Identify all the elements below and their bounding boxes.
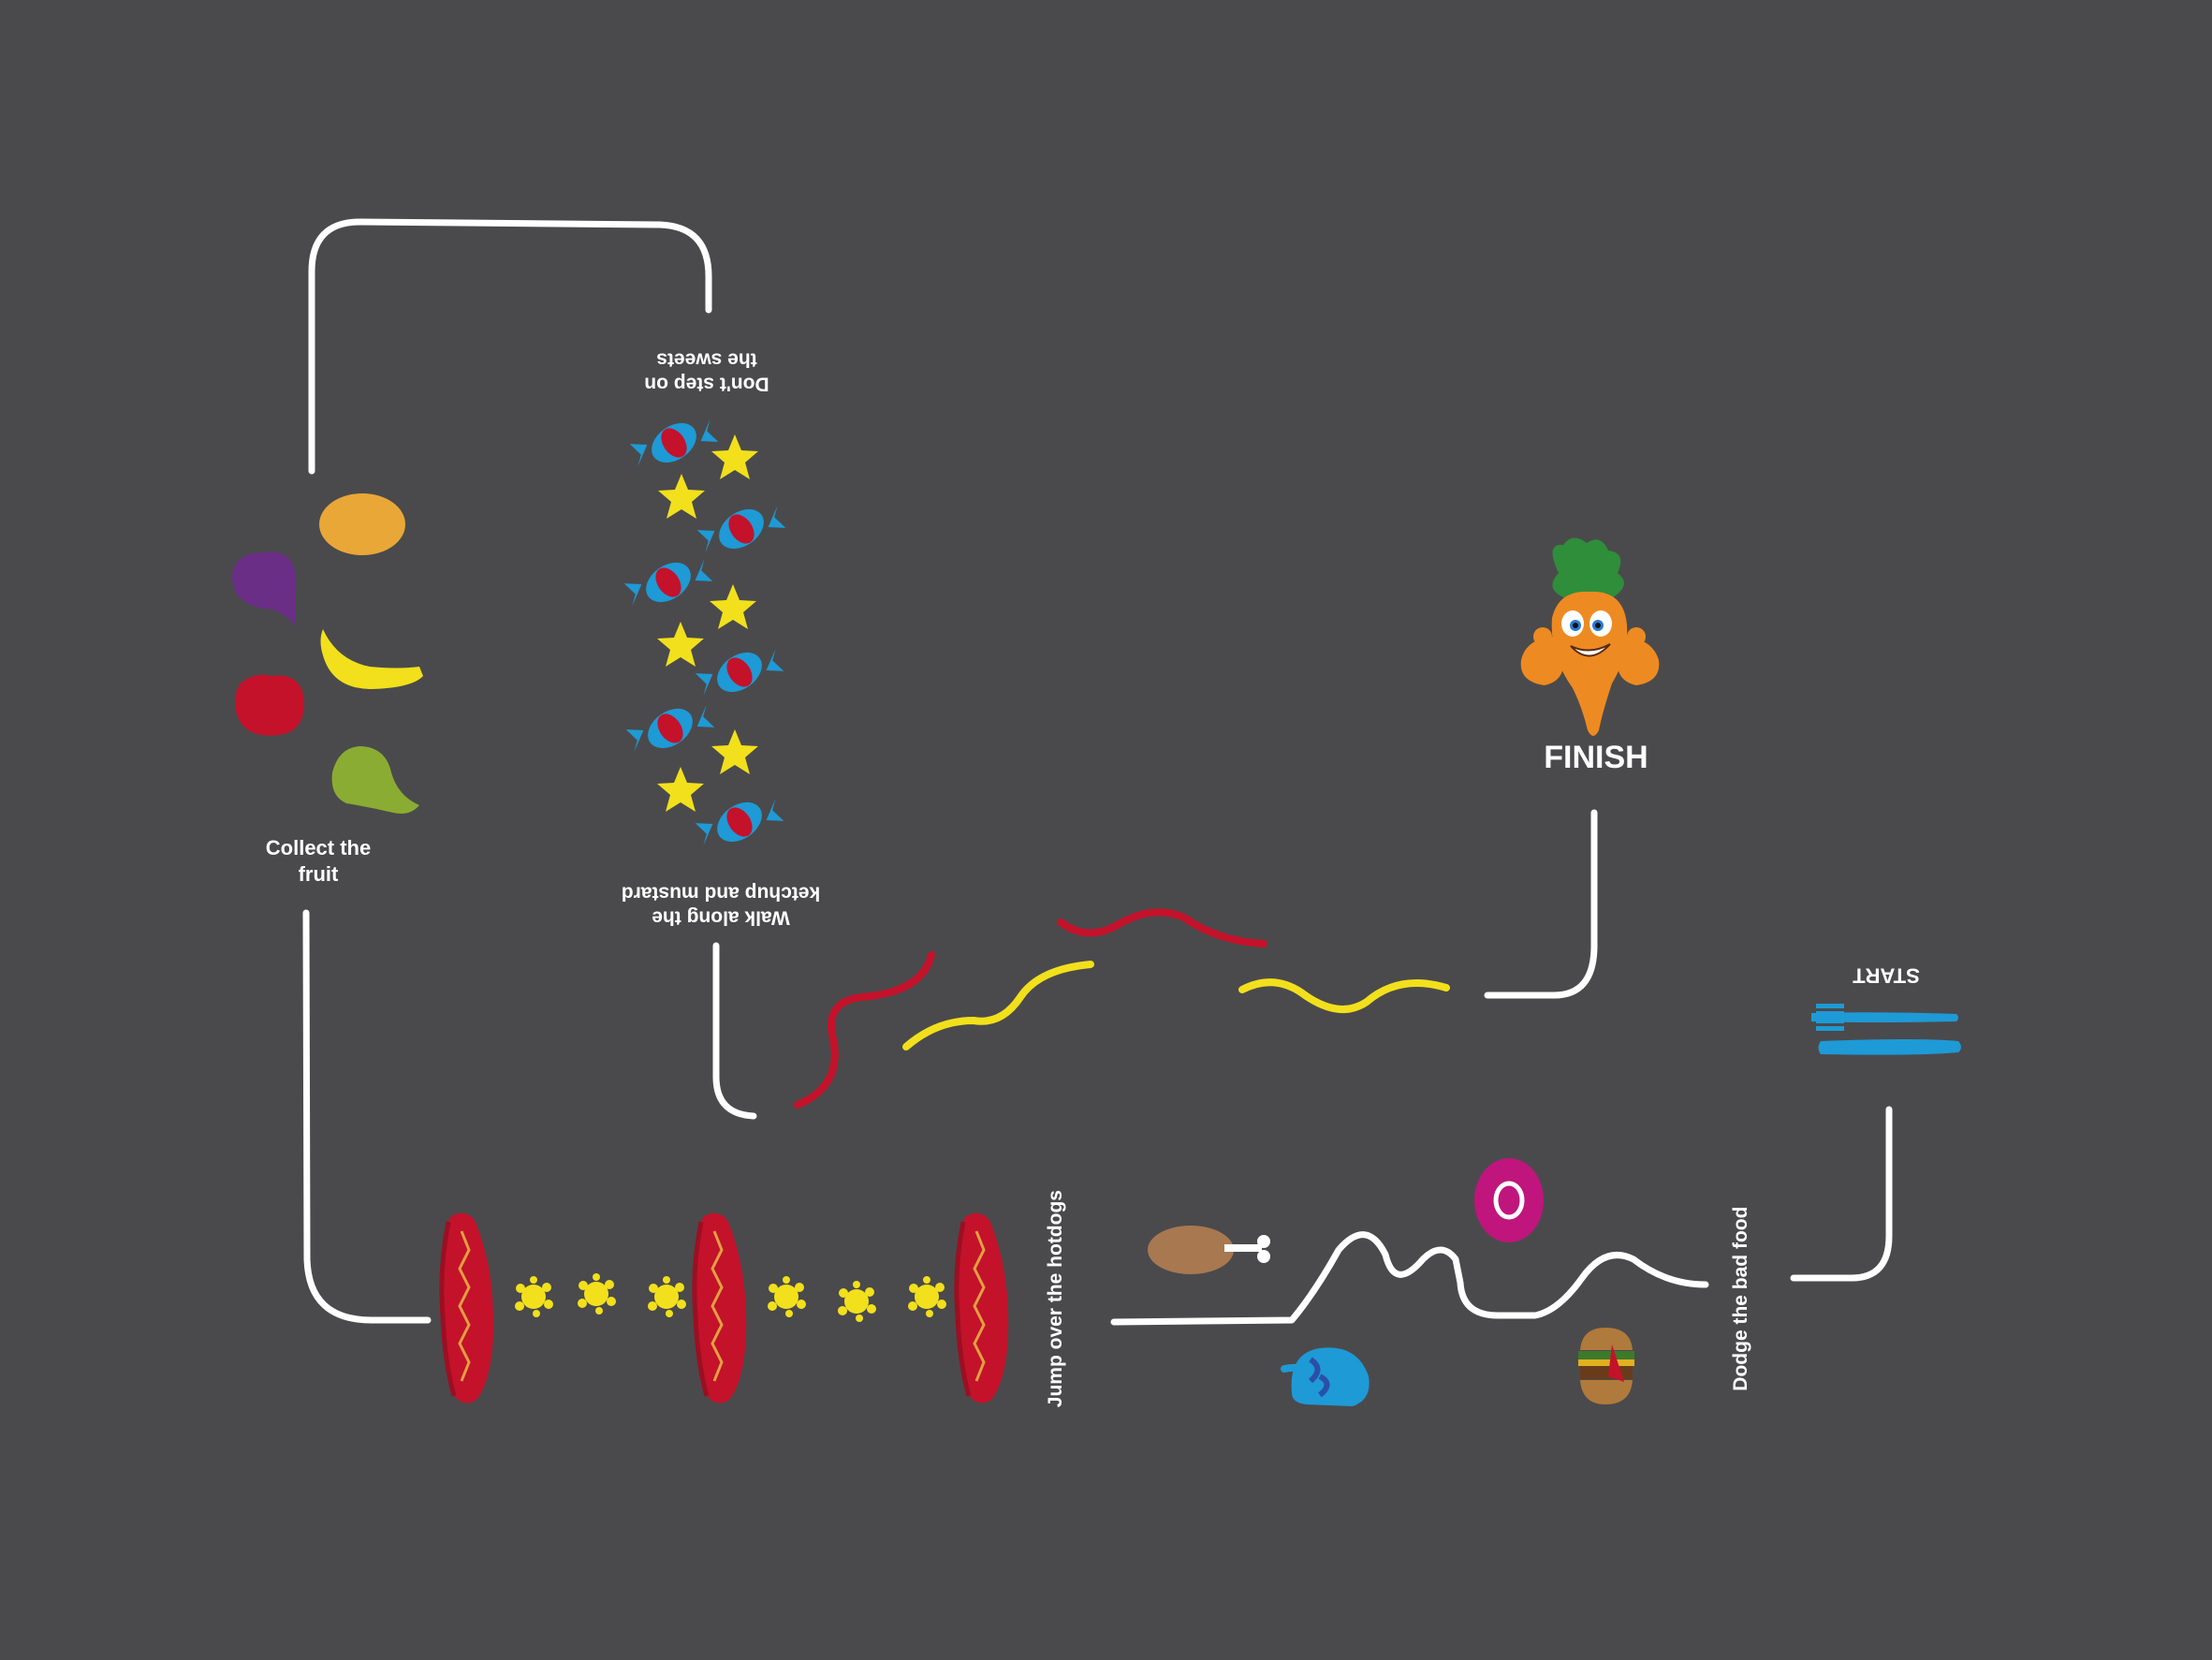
star-icon [657,622,704,667]
candy-icon [690,777,789,867]
sweets-group [619,398,791,867]
apple-icon [235,674,305,736]
star-icon [711,434,758,479]
walk-line2: ketchup and mustard [621,882,821,904]
hotdog-icon [957,1213,1008,1403]
walk-line1: Walk along the [652,906,790,929]
collect-fruit-label: Collect the fruit [239,835,398,887]
carrot-mascot-icon [1520,537,1660,736]
fork-and-knife-icon [1811,1004,1961,1055]
sweets-line1: Don't step on [644,373,769,395]
candy-icon [690,627,789,717]
jump-hotdogs-label: Jump over the hotdogs [1044,1190,1066,1408]
dodge-bad-food-label: Dodge the bad food [1729,1206,1751,1391]
fruit-group [232,493,423,814]
mustard-splat-icon [648,1276,686,1317]
ketchup-mustard-lines [794,908,1450,1109]
candy-icon [621,683,720,773]
banana-icon [320,629,423,689]
walking-path [302,218,1893,1326]
bad-food-group [1148,1158,1634,1406]
star-icon [710,584,756,629]
hotdogs-group [442,1213,1008,1403]
mustard-splat-icon [908,1276,946,1317]
sweets-label: Don't step on the sweets [599,346,814,396]
candy-icon [624,398,724,488]
plum-icon [232,551,297,625]
collect-fruit-line1: Collect the [265,836,372,859]
doughnut-icon [1474,1158,1544,1242]
ice-cream-icon [1281,1347,1370,1406]
burger-icon [1578,1328,1634,1404]
mustard-splat-icon [768,1276,806,1317]
finish-label: FINISH [1544,740,1648,775]
pear-icon [331,746,419,814]
mustard-splat-icon [578,1273,616,1315]
hotdog-icon [442,1213,493,1403]
candy-icon [692,484,791,574]
mustard-splat-icon [838,1281,876,1322]
star-icon [657,767,704,812]
star-icon [658,474,705,519]
sweets-line2: the sweets [656,348,757,371]
ketchup-mustard-label: Walk along the ketchup and mustard [585,880,857,930]
star-icon [711,729,758,774]
hotdog-icon [695,1213,746,1403]
mustard-splat-icon [515,1276,553,1317]
start-label: START [1853,963,1920,988]
drumstick-icon [1148,1226,1270,1274]
candy-icon [619,537,718,627]
lemon-icon [319,493,405,555]
collect-fruit-line2: fruit [298,861,339,886]
